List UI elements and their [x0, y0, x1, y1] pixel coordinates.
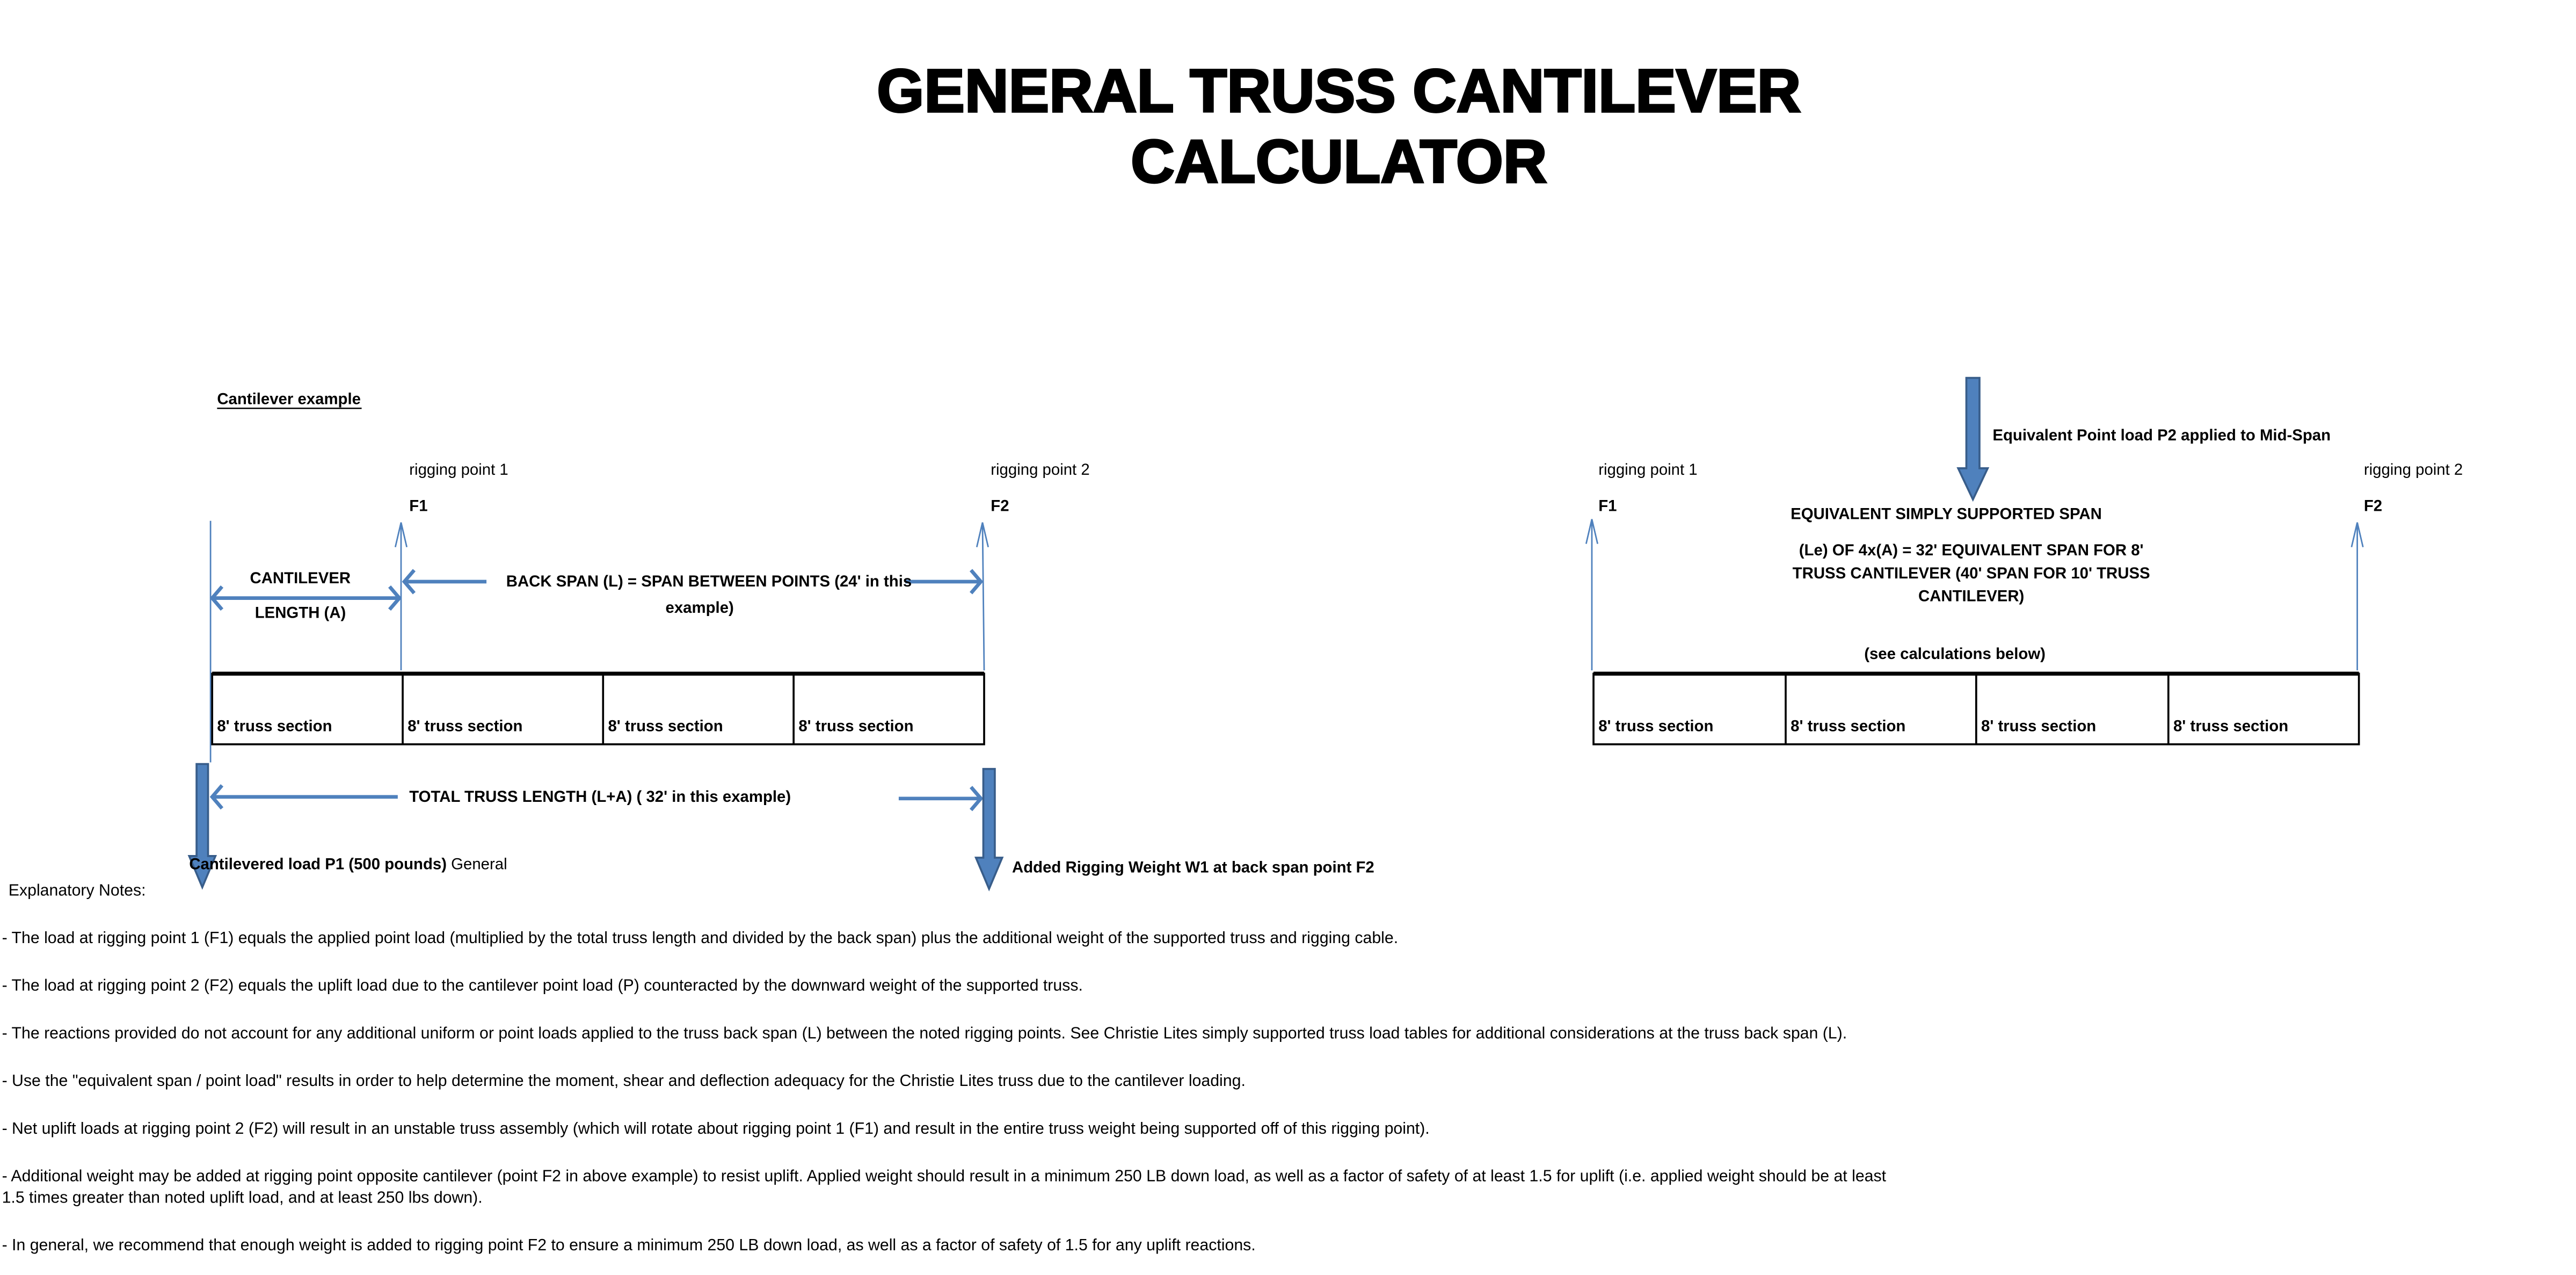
- note-item: - The load at rigging point 2 (F2) equal…: [2, 977, 1083, 995]
- note-item: - Use the "equivalent span / point load"…: [2, 1072, 1246, 1090]
- truss-section-label: 8' truss section: [1598, 717, 1713, 735]
- equivalent-span-heading: EQUIVALENT SIMPLY SUPPORTED SPAN: [1791, 505, 2102, 523]
- f2-reaction-arrow: [976, 522, 989, 671]
- cantilever-label-line1: CANTILEVER: [250, 569, 351, 587]
- note-item: - Additional weight may be added at rigg…: [2, 1168, 1887, 1185]
- f2-label: F2: [2364, 497, 2382, 515]
- f1-reaction-arrow: [1585, 519, 1599, 671]
- cantilever-length-arrow: [209, 585, 402, 611]
- note-item: - The reactions provided do not account …: [2, 1024, 1847, 1042]
- point-load-p2-arrow-icon: [1956, 376, 1990, 502]
- truss-section-label: 8' truss section: [2173, 717, 2288, 735]
- rigging-weight-w1-arrow-icon: [974, 767, 1004, 892]
- note-item: - Net uplift loads at rigging point 2 (F…: [2, 1120, 1430, 1138]
- total-length-label: TOTAL TRUSS LENGTH (L+A) ( 32' in this e…: [409, 788, 791, 806]
- cantilever-load-p1-arrow-icon: [187, 763, 217, 890]
- note-item-continuation: 1.5 times greater than noted uplift load…: [2, 1189, 483, 1206]
- cantilever-diagram: Cantilever example rigging point 1 F1 ri…: [187, 390, 1374, 892]
- f2-reaction-arrow: [2351, 522, 2364, 671]
- truss-section-label: 8' truss section: [1981, 717, 2096, 735]
- back-span-label-line2: example): [666, 599, 734, 617]
- load-p1-suffix: General: [447, 855, 507, 873]
- f1-reaction-arrow: [394, 522, 408, 671]
- back-span-arrow: [402, 569, 984, 595]
- rigging-point-2-label: rigging point 2: [2364, 461, 2463, 479]
- truss-section-label: 8' truss section: [608, 717, 723, 735]
- back-span-label-line1: BACK SPAN (L) = SPAN BETWEEN POINTS (24'…: [506, 573, 912, 590]
- truss-section-label: 8' truss section: [798, 717, 913, 735]
- f2-label: F2: [991, 497, 1009, 515]
- page-title-line1: GENERAL TRUSS CANTILEVER: [877, 57, 1801, 125]
- truss-sections: 8' truss section 8' truss section 8' tru…: [211, 671, 985, 745]
- notes-heading: Explanatory Notes:: [9, 881, 146, 899]
- equivalent-span-desc-line3: CANTILEVER): [1918, 588, 2024, 605]
- see-calculations-label: (see calculations below): [1864, 645, 2046, 663]
- note-item: - The load at rigging point 1 (F1) equal…: [2, 929, 1399, 947]
- equivalent-span-desc-line2: TRUSS CANTILEVER (40' SPAN FOR 10' TRUSS: [1793, 564, 2150, 582]
- cantilever-label-line2: LENGTH (A): [255, 604, 346, 621]
- truss-sections: 8' truss section 8' truss section 8' tru…: [1592, 671, 2360, 745]
- f1-label: F1: [409, 497, 427, 515]
- truss-section-label: 8' truss section: [1791, 717, 1905, 735]
- note-item: - In general, we recommend that enough w…: [2, 1236, 1256, 1254]
- truss-section-label: 8' truss section: [217, 717, 332, 735]
- rigging-point-2-label: rigging point 2: [991, 461, 1089, 479]
- rigging-point-1-label: rigging point 1: [1598, 461, 1697, 479]
- equivalent-span-desc-line1: (Le) OF 4x(A) = 32' EQUIVALENT SPAN FOR …: [1799, 541, 2144, 559]
- explanatory-notes: Explanatory Notes: - The load at rigging…: [2, 881, 1887, 1254]
- f1-label: F1: [1598, 497, 1617, 515]
- cantilever-example-heading: Cantilever example: [217, 390, 361, 408]
- point-load-p2-label: Equivalent Point load P2 applied to Mid-…: [1992, 426, 2331, 444]
- rigging-weight-w1-label: Added Rigging Weight W1 at back span poi…: [1012, 858, 1374, 876]
- equivalent-span-diagram: Equivalent Point load P2 applied to Mid-…: [1585, 376, 2463, 745]
- rigging-point-1-label: rigging point 1: [409, 461, 508, 479]
- cantilever-load-p1-label: Cantilevered load P1 (500 pounds) Genera…: [189, 855, 507, 873]
- page-title-line2: CALCULATOR: [1131, 128, 1547, 195]
- load-p1-bold: Cantilevered load P1 (500 pounds): [189, 855, 447, 873]
- total-length-arrow: [209, 784, 984, 812]
- truss-section-label: 8' truss section: [407, 717, 522, 735]
